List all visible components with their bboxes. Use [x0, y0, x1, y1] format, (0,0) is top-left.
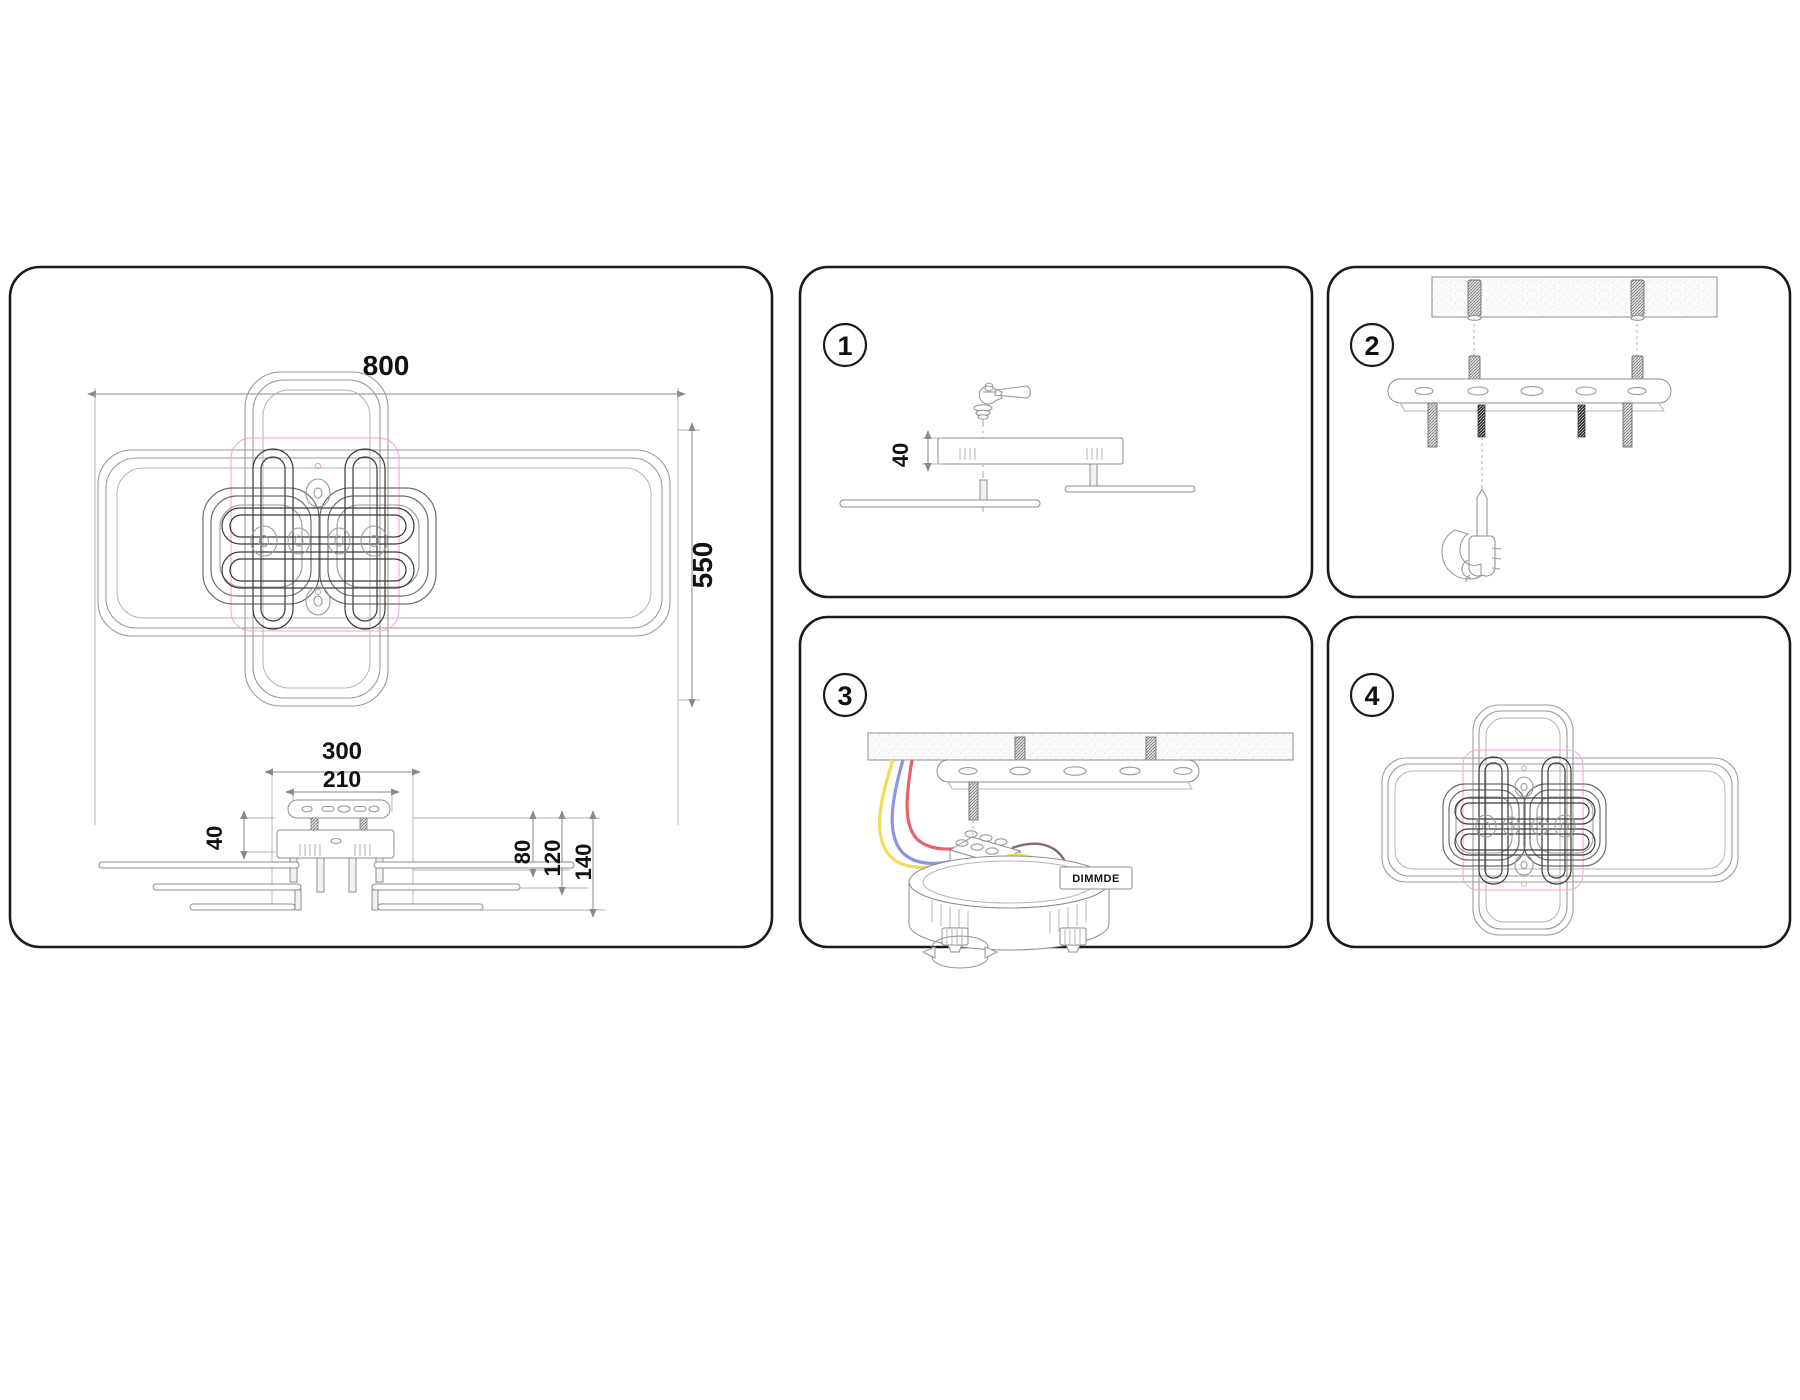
dim-40-side-label: 40	[202, 826, 227, 850]
step4-number: 4	[1364, 681, 1379, 711]
panel-dimensions-frame	[8, 265, 774, 949]
step2-badge-circle	[1349, 322, 1395, 368]
step3-badge-circle	[822, 672, 868, 718]
step2-graphic	[1387, 276, 1718, 583]
dimmde-plate: DIMMDE	[1059, 866, 1133, 890]
bolt-icon-left	[1427, 402, 1438, 448]
wrench-icon	[978, 385, 1031, 405]
dim-120-label: 120	[540, 840, 565, 877]
step4-luminaire-assembly	[1381, 704, 1739, 936]
dim-800-label: 800	[363, 350, 410, 381]
dimmde-label: DIMMDE	[1072, 873, 1120, 885]
panel-step1-frame	[798, 265, 1314, 599]
bolt-icon-mid-right	[1577, 404, 1586, 438]
luminaire-top-view-graphic	[97, 371, 671, 707]
panel-step2-frame	[1326, 265, 1792, 599]
step4-badge-circle	[1349, 672, 1395, 718]
panel-step4-frame	[1326, 615, 1792, 949]
wall-plug-icon-left	[1467, 279, 1482, 321]
dim-210-label: 210	[323, 766, 361, 792]
wall-plug-icon-right	[1630, 279, 1645, 321]
mounting-bracket-icon-3	[936, 759, 1200, 790]
step3-number: 3	[837, 681, 852, 711]
top-view-dimension-lines	[87, 388, 700, 825]
step2-number: 2	[1364, 331, 1379, 361]
nut-icon	[983, 382, 997, 393]
wire-live-red	[905, 759, 963, 851]
thumbscrew-icon-right	[1059, 927, 1087, 953]
dim-140-label: 140	[571, 844, 596, 881]
side-view-graphic	[98, 799, 575, 911]
step1-dim-40-label: 40	[888, 443, 913, 467]
mounting-bracket-icon	[1387, 378, 1672, 412]
side-view-dimension-lines	[240, 768, 605, 918]
dim-550-label: 550	[687, 542, 718, 589]
step1-luminaire-body	[937, 437, 1124, 465]
screwdriver-icon	[1468, 487, 1496, 577]
rotate-arrow-icon	[921, 935, 999, 969]
hand-icon	[1441, 529, 1502, 583]
ceiling-slab-icon-3	[867, 732, 1294, 761]
step1-graphic	[839, 382, 1196, 512]
dim-300-label: 300	[322, 738, 362, 765]
step3-graphic: DIMMDE	[867, 732, 1294, 969]
step1-badge-circle	[822, 322, 868, 368]
washer-stack-icon	[973, 404, 993, 420]
bolt-icon-right	[1622, 402, 1633, 448]
step1-blade	[839, 499, 1041, 508]
step1-number: 1	[837, 331, 852, 361]
dim-80-label: 80	[510, 840, 535, 864]
